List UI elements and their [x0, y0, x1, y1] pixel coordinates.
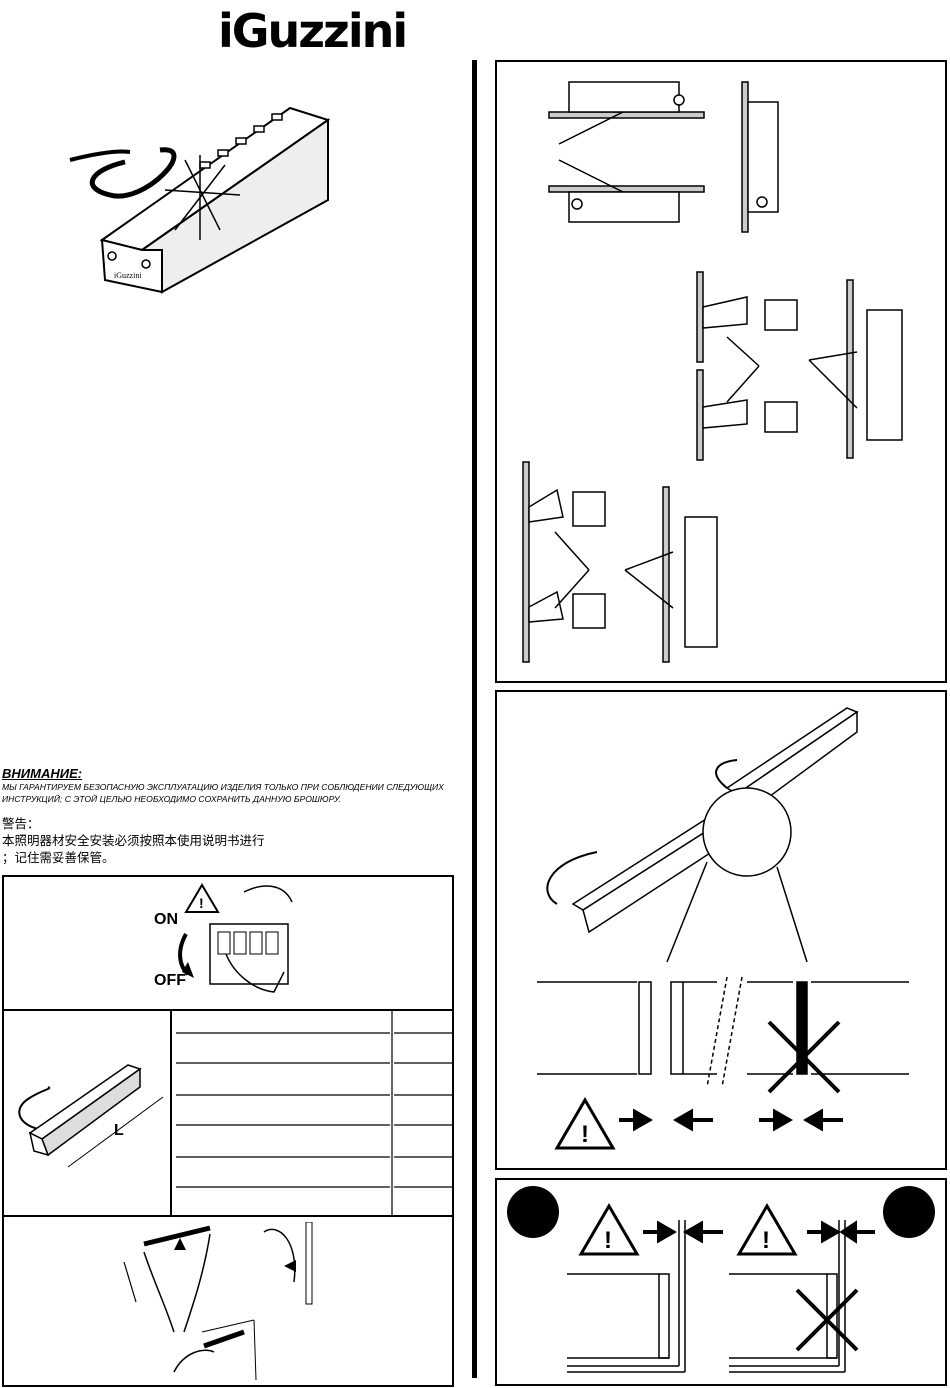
switch-off-section: ON OFF ! [4, 877, 452, 1011]
warning-title-ru: ВНИМАНИЕ: [2, 766, 82, 781]
svg-text:!: ! [581, 1121, 589, 1148]
length-label: L [114, 1122, 124, 1139]
joining-drawings: ! [497, 692, 945, 1168]
left-instruction-panel: ON OFF ! L [2, 875, 454, 1387]
warning-text-cn-2: ；记住需妥善保管。 [2, 850, 115, 866]
dimension-table [172, 1009, 452, 1215]
orientation-panel [495, 60, 947, 683]
clearance-drawings: ! ! [497, 1180, 945, 1384]
product-label: iGuzzini [114, 271, 142, 280]
warning-text-cn-1: 本照明器材安全安装必须按照本使用说明书进行 [2, 833, 265, 849]
svg-text:!: ! [604, 1227, 612, 1254]
svg-text:!: ! [762, 1227, 770, 1254]
clearance-panel: ! ! [495, 1178, 947, 1386]
switch-drawing: ! [174, 882, 304, 1004]
orientation-drawings [497, 62, 945, 681]
warning-text-ru: МЫ ГАРАНТИРУЕМ БЕЗОПАСНУЮ ЭКСПЛУАТАЦИЮ И… [2, 781, 462, 805]
mounting-people-drawing [114, 1222, 334, 1382]
length-drawing: L [8, 1029, 168, 1169]
product-illustration: iGuzzini [50, 100, 340, 300]
brand-logo: iGuzzini [218, 2, 406, 60]
dimension-section: L [4, 1009, 452, 1217]
svg-text:!: ! [199, 895, 204, 911]
column-divider [472, 60, 477, 1378]
joining-panel: ! [495, 690, 947, 1170]
warning-title-cn: 警告： [2, 816, 40, 832]
